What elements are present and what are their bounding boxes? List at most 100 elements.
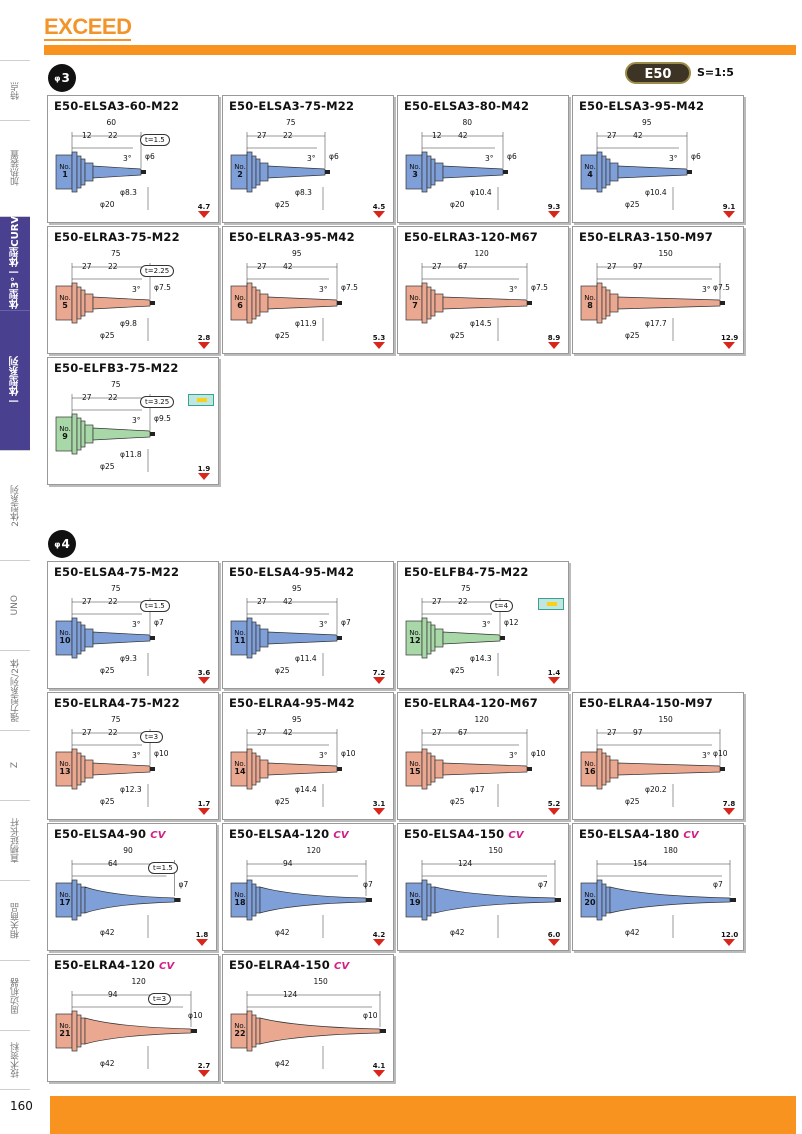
holder-ring xyxy=(605,289,611,317)
shank-diameter-label: φ25 xyxy=(100,666,115,675)
tip-diameter-label: φ7.5 xyxy=(341,283,358,292)
down-arrow-icon xyxy=(373,808,385,815)
item-number: No.11 xyxy=(234,629,246,645)
product-code: E50-ELRA3-150-M97 xyxy=(579,230,713,244)
dimension-label: 42 xyxy=(283,262,293,271)
holder-ring xyxy=(601,155,607,189)
length-label: 120 xyxy=(474,715,489,724)
length-label: 90 xyxy=(123,846,133,855)
dimension-label: 67 xyxy=(458,728,468,737)
shank-diameter-label: φ42 xyxy=(450,928,465,937)
item-number: No.1 xyxy=(59,163,71,179)
down-arrow-icon xyxy=(723,939,735,946)
item-number: No.5 xyxy=(59,294,71,310)
product-title: E50-ELRA4-120-M67 xyxy=(404,696,538,710)
holder-neck xyxy=(84,628,94,648)
side-tab-technical[interactable]: 技术资料 xyxy=(0,1030,30,1090)
side-tab-features[interactable]: 特点 xyxy=(0,60,30,120)
dimension-label: 22 xyxy=(108,597,118,606)
tip-diameter-label: φ7 xyxy=(538,880,548,889)
holder-neck xyxy=(609,759,619,779)
length-label: 75 xyxy=(286,118,296,127)
neck-diameter-label: φ14.4 xyxy=(295,785,317,794)
side-tab-integrated[interactable]: 一体型系列 xyxy=(0,310,30,450)
side-tab-peripheral[interactable]: 周边机器 xyxy=(0,960,30,1030)
length-label: 150 xyxy=(488,846,503,855)
product-title: E50-ELSA3-60-M22 xyxy=(54,99,179,113)
weight-indicator: 9.1 xyxy=(721,203,737,218)
weight-value: 7.2 xyxy=(372,669,386,677)
shank-diameter-label: φ20 xyxy=(450,200,465,209)
t-dimension-pill: t=3 xyxy=(140,731,164,743)
item-number: No.18 xyxy=(234,891,246,907)
holder-ring xyxy=(251,1014,257,1048)
product-code: E50-ELSA3-95-M42 xyxy=(579,99,705,113)
product-code: E50-ELFB3-75-M22 xyxy=(54,361,179,375)
holder-ring xyxy=(426,883,432,917)
product-title: E50-ELSA4-95-M42 xyxy=(229,565,354,579)
item-number: No.4 xyxy=(584,163,596,179)
side-tab-3deg-curve[interactable]: 一体型3°一体型CURVE xyxy=(0,209,30,318)
down-arrow-icon xyxy=(198,677,210,684)
side-tab-2piece[interactable]: 2体型系列 xyxy=(0,450,30,560)
side-tab-extension[interactable]: 直柄延长杆 xyxy=(0,800,30,880)
holder-tip xyxy=(555,898,561,902)
dimension-label: 97 xyxy=(633,728,643,737)
holder-neck xyxy=(84,293,94,313)
holder-neck xyxy=(84,424,94,444)
holder-drawing xyxy=(405,598,505,676)
holder-neck xyxy=(434,293,444,313)
side-tab-z[interactable]: Z xyxy=(0,730,30,800)
side-tab-related[interactable]: 相关商品 xyxy=(0,880,30,960)
weight-indicator: 4.1 xyxy=(371,1062,387,1077)
item-number: No.19 xyxy=(409,891,421,907)
angle-label: 3° xyxy=(123,154,132,163)
product-code: E50-ELRA3-75-M22 xyxy=(54,230,180,244)
exceed-logo: EXCEED xyxy=(44,14,132,41)
neck-diameter-label: φ14.5 xyxy=(470,319,492,328)
holder-taper xyxy=(617,762,721,776)
down-arrow-icon xyxy=(198,342,210,349)
holder-drawing xyxy=(405,132,508,210)
product-title: E50-ELRA4-75-M22 xyxy=(54,696,180,710)
length-label: 95 xyxy=(642,118,652,127)
holder-taper xyxy=(259,1017,381,1045)
product-title: E50-ELSA3-95-M42 xyxy=(579,99,704,113)
weight-value: 4.7 xyxy=(197,203,211,211)
side-tab-power[interactable]: 强力型系列/2体 xyxy=(0,650,30,730)
tip-diameter-label: φ7.5 xyxy=(531,283,548,292)
product-title: E50-ELRA4-150-M97 xyxy=(579,696,713,710)
holder-taper xyxy=(267,631,338,645)
curve-badge: CV xyxy=(508,830,524,841)
holder-tip xyxy=(730,898,736,902)
side-tab-uno[interactable]: UNO xyxy=(0,560,30,650)
side-tab-heating[interactable]: 加热装置 xyxy=(0,120,30,215)
weight-value: 2.8 xyxy=(197,334,211,342)
product-code: E50-ELSA4-75-M22 xyxy=(54,565,180,579)
neck-diameter-label: φ12.3 xyxy=(120,785,142,794)
holder-neck xyxy=(259,293,269,313)
